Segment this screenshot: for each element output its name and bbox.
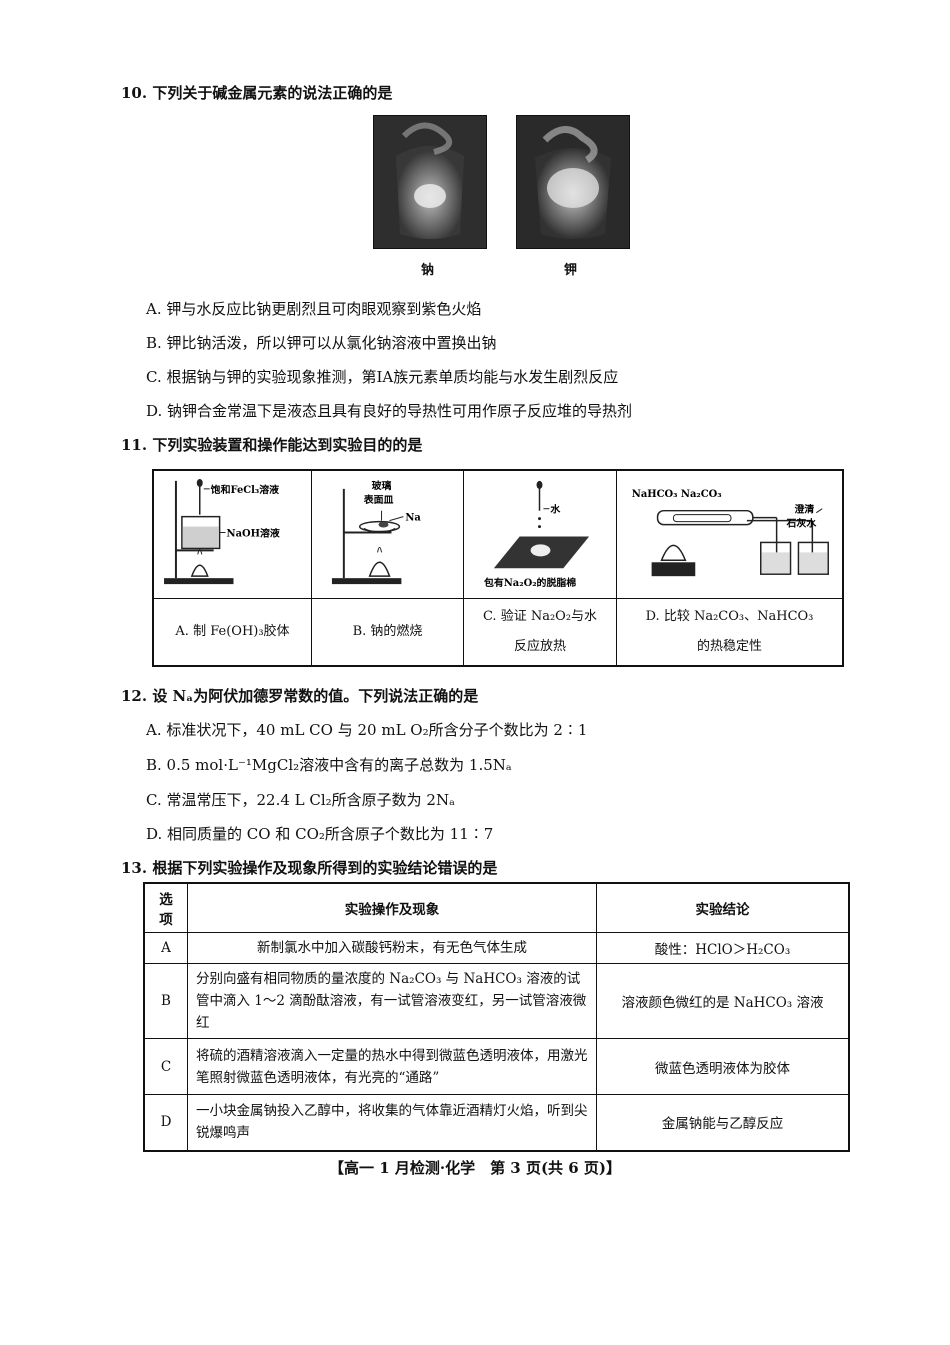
choice-b: B. 钠的燃烧 bbox=[312, 599, 464, 665]
sodium-water-photo bbox=[373, 115, 487, 249]
glass-label: 玻璃 bbox=[372, 479, 392, 492]
q10-option-c: C. 根据钠与钾的实验现象推测，第ⅠA族元素单质均能与水发生剧烈反应 bbox=[146, 368, 619, 386]
row-option: A bbox=[143, 932, 188, 964]
q10-option-d: D. 钠钾合金常温下是液态且具有良好的导热性可用作原子反应堆的导热剂 bbox=[146, 402, 633, 420]
naoh-label: NaOH溶液 bbox=[227, 526, 280, 539]
table-row: A 新制氯水中加入碳酸钙粉末，有无色气体生成 酸性：HClO＞H₂CO₃ bbox=[143, 932, 850, 964]
clear-label: 澄清 bbox=[794, 503, 814, 516]
header-option: 选项 bbox=[143, 882, 188, 933]
q10-stem: 10. 下列关于碱金属元素的说法正确的是 bbox=[121, 84, 393, 102]
row-conclusion: 金属钠能与乙醇反应 bbox=[596, 1094, 850, 1151]
q11-apparatus-table: 饱和FeCl₃溶液 NaOH溶液 玻璃 表面皿 Na bbox=[152, 469, 844, 667]
fecl3-label: 饱和FeCl₃溶液 bbox=[211, 483, 279, 496]
table-row: B 分别向盛有相同物质的量浓度的 Na₂CO₃ 与 NaHCO₃ 溶液的试管中滴… bbox=[143, 963, 850, 1039]
q12-option-b: B. 0.5 mol·L⁻¹MgCl₂溶液中含有的离子总数为 1.5Nₐ bbox=[146, 756, 512, 774]
q12-option-a: A. 标准状况下，40 mL CO 与 20 mL O₂所含分子个数比为 2∶1 bbox=[146, 721, 588, 739]
nahco3-na2co3-label: NaHCO₃ Na₂CO₃ bbox=[632, 489, 722, 500]
table-row: C 将硫的酒精溶液滴入一定量的热水中得到微蓝色透明液体，用激光笔照射微蓝色透明液… bbox=[143, 1038, 850, 1095]
apparatus-c: 水 包有Na₂O₂的脱脂棉 bbox=[464, 471, 617, 599]
potassium-caption: 钾 bbox=[564, 263, 578, 278]
q13-table: 选项 实验操作及现象 实验结论 A 新制氯水中加入碳酸钙粉末，有无色气体生成 酸… bbox=[143, 882, 850, 1152]
limewater-label: 石灰水 bbox=[786, 517, 817, 530]
q10-option-b: B. 钾比钠活泼，所以钾可以从氯化钠溶液中置换出钠 bbox=[146, 334, 497, 352]
row-operation: 新制氯水中加入碳酸钙粉末，有无色气体生成 bbox=[187, 932, 597, 964]
row-conclusion: 酸性：HClO＞H₂CO₃ bbox=[596, 932, 850, 964]
watch-glass-label: 表面皿 bbox=[363, 493, 394, 506]
potassium-water-photo bbox=[516, 115, 630, 249]
row-operation: 分别向盛有相同物质的量浓度的 Na₂CO₃ 与 NaHCO₃ 溶液的试管中滴入 … bbox=[187, 963, 597, 1039]
choice-a: A. 制 Fe(OH)₃胶体 bbox=[154, 599, 312, 665]
table-row: D 一小块金属钠投入乙醇中，将收集的气体靠近酒精灯火焰，听到尖锐爆鸣声 金属钠能… bbox=[143, 1094, 850, 1151]
row-option: B bbox=[143, 963, 188, 1039]
row-option: C bbox=[143, 1038, 188, 1095]
q10-option-a: A. 钾与水反应比钠更剧烈且可肉眼观察到紫色火焰 bbox=[146, 300, 482, 318]
q12-option-c: C. 常温常压下，22.4 L Cl₂所含原子数为 2Nₐ bbox=[146, 791, 455, 809]
sodium-caption: 钠 bbox=[421, 263, 435, 278]
row-operation: 一小块金属钠投入乙醇中，将收集的气体靠近酒精灯火焰，听到尖锐爆鸣声 bbox=[187, 1094, 597, 1151]
row-option: D bbox=[143, 1094, 188, 1151]
page-footer: 【高一 1 月检测·化学 第 3 页(共 6 页)】 bbox=[328, 1159, 622, 1177]
row-operation: 将硫的酒精溶液滴入一定量的热水中得到微蓝色透明液体，用激光笔照射微蓝色透明液体，… bbox=[187, 1038, 597, 1095]
na2o2-cotton-label: 包有Na₂O₂的脱脂棉 bbox=[484, 576, 576, 589]
potassium-beaker-image bbox=[517, 116, 629, 248]
header-conclusion: 实验结论 bbox=[596, 882, 850, 933]
sodium-beaker-image bbox=[374, 116, 486, 248]
row-conclusion: 溶液颜色微红的是 NaHCO₃ 溶液 bbox=[596, 963, 850, 1039]
water-label: 水 bbox=[550, 503, 560, 516]
apparatus-d: NaHCO₃ Na₂CO₃ 澄清 石灰水 bbox=[617, 471, 842, 599]
row-conclusion: 微蓝色透明液体为胶体 bbox=[596, 1038, 850, 1095]
q13-stem: 13. 根据下列实验操作及现象所得到的实验结论错误的是 bbox=[121, 859, 498, 877]
q12-stem: 12. 设 Nₐ为阿伏加德罗常数的值。下列说法正确的是 bbox=[121, 687, 479, 705]
table-header-row: 选项 实验操作及现象 实验结论 bbox=[143, 882, 850, 933]
q11-stem: 11. 下列实验装置和操作能达到实验目的的是 bbox=[121, 436, 423, 454]
na-label: Na bbox=[405, 513, 421, 524]
choice-d: D. 比较 Na₂CO₃、NaHCO₃的热稳定性 bbox=[645, 609, 814, 654]
choice-c: C. 验证 Na₂O₂与水反应放热 bbox=[464, 599, 617, 665]
header-operation: 实验操作及现象 bbox=[187, 882, 597, 933]
apparatus-a: 饱和FeCl₃溶液 NaOH溶液 bbox=[154, 471, 312, 599]
apparatus-b: 玻璃 表面皿 Na bbox=[312, 471, 464, 599]
q12-option-d: D. 相同质量的 CO 和 CO₂所含原子个数比为 11∶7 bbox=[146, 825, 494, 843]
